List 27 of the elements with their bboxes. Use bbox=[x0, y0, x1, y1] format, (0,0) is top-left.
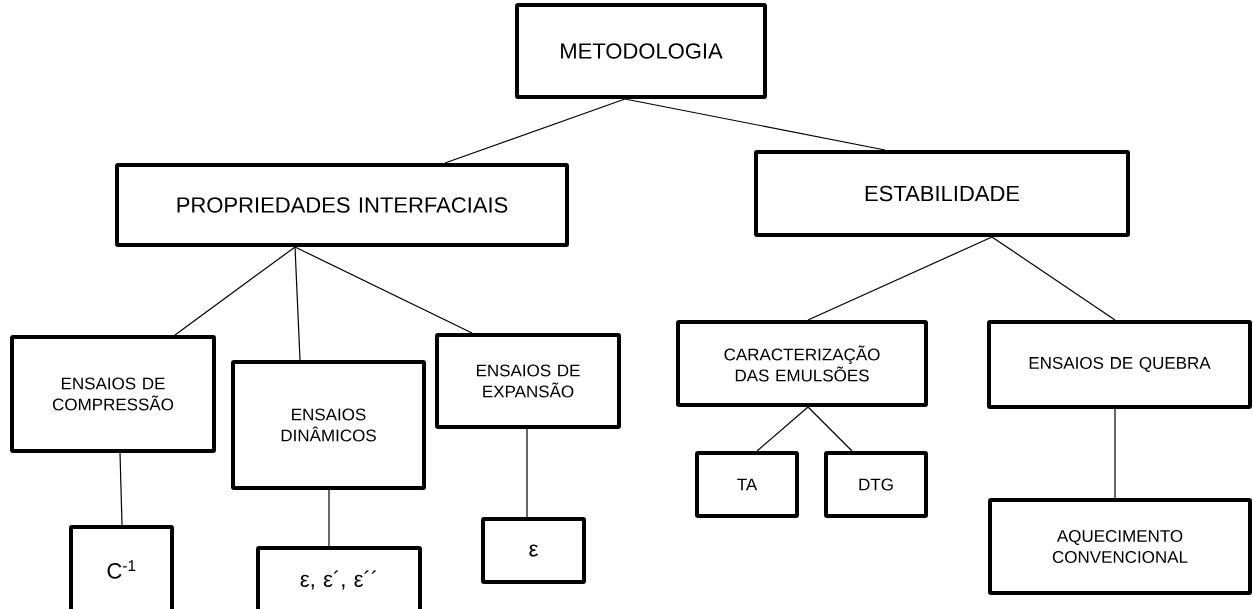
text-box: ε, ε´, ε´´ bbox=[256, 546, 422, 609]
text-box: ENSAIOS DINÂMICOS bbox=[231, 360, 426, 490]
connector-line bbox=[624, 98, 886, 151]
text-box: CARACTERIZAÇÃO DAS EMULSÕES bbox=[676, 320, 928, 407]
connector-line bbox=[991, 236, 1116, 321]
connector-line bbox=[294, 246, 301, 361]
text-box: C$^{-1}$ bbox=[69, 525, 174, 609]
connector-line bbox=[174, 246, 296, 336]
connector-line bbox=[119, 452, 123, 526]
text-box: AQUECIMENTO CONVENCIONAL bbox=[988, 498, 1252, 595]
text-box: ENSAIOS DE EXPANSÃO bbox=[435, 333, 621, 429]
connector-line bbox=[807, 236, 993, 321]
connector-line bbox=[526, 428, 528, 518]
text-box: ε bbox=[481, 517, 586, 584]
text-box: METODOLOGIA bbox=[515, 3, 767, 99]
connector-line bbox=[1114, 408, 1116, 499]
connector-line bbox=[444, 98, 626, 164]
text-box: ENSAIOS DE QUEBRA bbox=[987, 320, 1252, 409]
connector-line bbox=[328, 489, 330, 547]
text-box: ENSAIOS DE COMPRESSÃO bbox=[10, 335, 216, 453]
text-box: DTG bbox=[824, 451, 928, 518]
text-box: TA bbox=[695, 451, 799, 518]
connector-line bbox=[756, 406, 809, 452]
text-box: ESTABILIDADE bbox=[754, 150, 1130, 237]
connector-line bbox=[294, 246, 473, 334]
text-box: PROPRIEDADES INTERFACIAIS bbox=[115, 163, 569, 247]
connector-line bbox=[807, 406, 853, 452]
